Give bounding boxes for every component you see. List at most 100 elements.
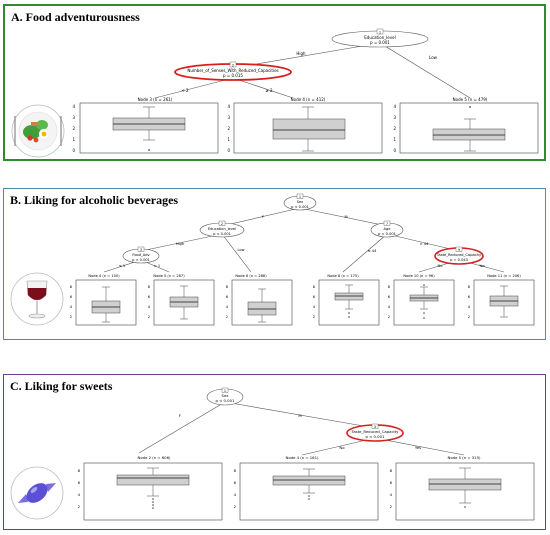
terminal-node-5: Node 5 (n = 315) 8 6 4 2 [390, 455, 535, 521]
tree-node-1: 1 Sex p < 0.001 [206, 387, 244, 406]
node-p-value: p < 0.001 [216, 398, 235, 403]
axis-tick: 6 [234, 480, 237, 485]
node-variable: Number_of_Senses_With_Reduced_Capacities [187, 68, 278, 73]
node-p-value: p = 0.001 [370, 40, 390, 45]
axis-tick: 0 [393, 148, 396, 153]
axis-tick: 2 [234, 504, 237, 509]
axis-tick: 2 [226, 315, 228, 319]
edge-label: High [176, 242, 184, 246]
axis-tick: 6 [148, 295, 151, 299]
terminal-node-11: Node 11 (n = 206) 8 6 4 2 [468, 274, 535, 326]
node-variable: Sex [297, 200, 304, 204]
node-p-value: p < 0.001 [213, 232, 231, 236]
axis-tick: 4 [393, 104, 396, 109]
terminal-label: Node 4 (n = 161) [286, 455, 319, 460]
axis-tick: 2 [72, 126, 75, 131]
axis-tick: 0 [72, 148, 75, 153]
tree-node-1: 1 Education_level p = 0.001 [331, 28, 429, 48]
axis-tick: 8 [226, 285, 229, 289]
node-id: 2 [221, 222, 223, 226]
terminal-node-6: Node 6 (n = 288) 8 6 4 2 [226, 274, 293, 326]
edge-label: > 1 [154, 264, 160, 268]
axis-tick: 2 [70, 315, 72, 319]
edge-label: F [179, 413, 181, 418]
axis-tick: 8 [70, 285, 73, 289]
terminal-label: Node 4 (n = 412) [291, 97, 326, 102]
axis-tick: 4 [468, 305, 471, 309]
tree-diagram-c: 1 Sex p < 0.001 3 Taste_Reduced_Capacity… [10, 387, 535, 521]
axis-tick: 4 [72, 104, 75, 109]
axis-tick: 6 [313, 295, 316, 299]
axis-tick: 4 [148, 305, 151, 309]
axis-tick: 4 [388, 305, 391, 309]
edge-label: No [339, 445, 345, 450]
node-p-value: p < 0.001 [378, 232, 396, 236]
edge-label: Low [237, 248, 244, 252]
axis-tick: 6 [388, 295, 391, 299]
node-variable: Age [384, 227, 392, 231]
wrapped-candy-icon [10, 466, 64, 520]
axis-tick: 4 [390, 492, 393, 497]
node-id: 3 [140, 248, 142, 252]
terminal-label: Node 5 (n = 479) [453, 97, 488, 102]
tree-node-7: 7 Age p < 0.001 [370, 220, 404, 238]
node-variable: Education_level [364, 35, 395, 40]
node-id: 1 [299, 195, 301, 199]
axis-tick: 8 [78, 468, 81, 473]
node-id: 1 [379, 31, 381, 35]
red-wine-glass-icon [10, 272, 64, 326]
axis-tick: 1 [393, 137, 396, 142]
edge-label: > 44 [420, 242, 429, 246]
terminal-node-4: Node 4 (n = 100) 8 6 4 2 [70, 274, 137, 326]
terminal-label: Node 11 (n = 206) [487, 274, 521, 278]
tree-node-3: 3 Taste_Reduced_Capacity p < 0.001 [346, 423, 404, 442]
terminal-label: Node 2 (n = 606) [138, 455, 171, 460]
node-p-value: p < 0.001 [291, 205, 309, 209]
node-id: 7 [386, 222, 388, 226]
axis-tick: 8 [388, 285, 391, 289]
axis-tick: 8 [148, 285, 151, 289]
tree-node-2: 2 Number_of_Senses_With_Reduced_Capaciti… [174, 61, 292, 81]
tree-node-9: 9 Taste_Reduced_Capacity p = 0.043 [434, 246, 484, 265]
axis-tick: 4 [227, 104, 230, 109]
axis-tick: 3 [227, 115, 230, 120]
node-id: 3 [374, 425, 376, 429]
salad-plate-icon [11, 104, 65, 158]
tree-node-1: 1 Sex p < 0.001 [283, 193, 317, 211]
axis-tick: 4 [226, 305, 229, 309]
panel-liking-for-sweets: C. Liking for sweets 1 Sex p < 0.001 3 T… [3, 374, 546, 530]
axis-tick: 4 [313, 305, 316, 309]
axis-tick: 4 [234, 492, 237, 497]
axis-tick: 6 [78, 480, 81, 485]
axis-tick: 3 [393, 115, 396, 120]
axis-tick: 6 [226, 295, 229, 299]
axis-tick: 1 [227, 137, 230, 142]
panel-alcoholic-beverages: B. Liking for alcoholic beverages 1 Sex … [3, 188, 546, 340]
edge-label: Yes [415, 445, 421, 450]
axis-tick: 8 [468, 285, 471, 289]
axis-tick: 2 [393, 126, 396, 131]
terminal-label: Node 5 (n = 287) [153, 274, 185, 278]
terminal-label: Node 6 (n = 288) [235, 274, 267, 278]
axis-tick: 2 [468, 315, 470, 319]
terminal-label: Node 5 (n = 315) [448, 455, 481, 460]
edge-label: ≤ 1 [119, 264, 125, 268]
axis-tick: 8 [313, 285, 316, 289]
node-p-value: p = 0.015 [223, 73, 243, 78]
node-p-value: p = 0.043 [450, 258, 468, 262]
terminal-node-4: Node 4 (n = 412) 4 3 2 1 0 [227, 97, 383, 154]
axis-tick: 1 [72, 137, 75, 142]
edge-label: High [296, 51, 306, 56]
edge-label: M [344, 215, 347, 219]
axis-tick: 0 [227, 148, 230, 153]
panel-title: A. Food adventurousness [11, 10, 140, 24]
tree-diagram-a: 1 Education_level p = 0.001 2 Number_of_… [11, 28, 539, 158]
terminal-label: Node 4 (n = 100) [88, 274, 120, 278]
edge-label: Low [429, 55, 438, 60]
node-id: 1 [224, 389, 226, 393]
axis-tick: 2 [313, 315, 315, 319]
node-variable: Taste_Reduced_Capacity [436, 253, 482, 257]
terminal-node-10: Node 10 (n = 96) 8 6 4 2 [388, 274, 455, 326]
terminal-node-3: Node 3 (n = 261) 4 3 2 1 0 [72, 97, 219, 154]
axis-tick: 8 [390, 468, 393, 473]
